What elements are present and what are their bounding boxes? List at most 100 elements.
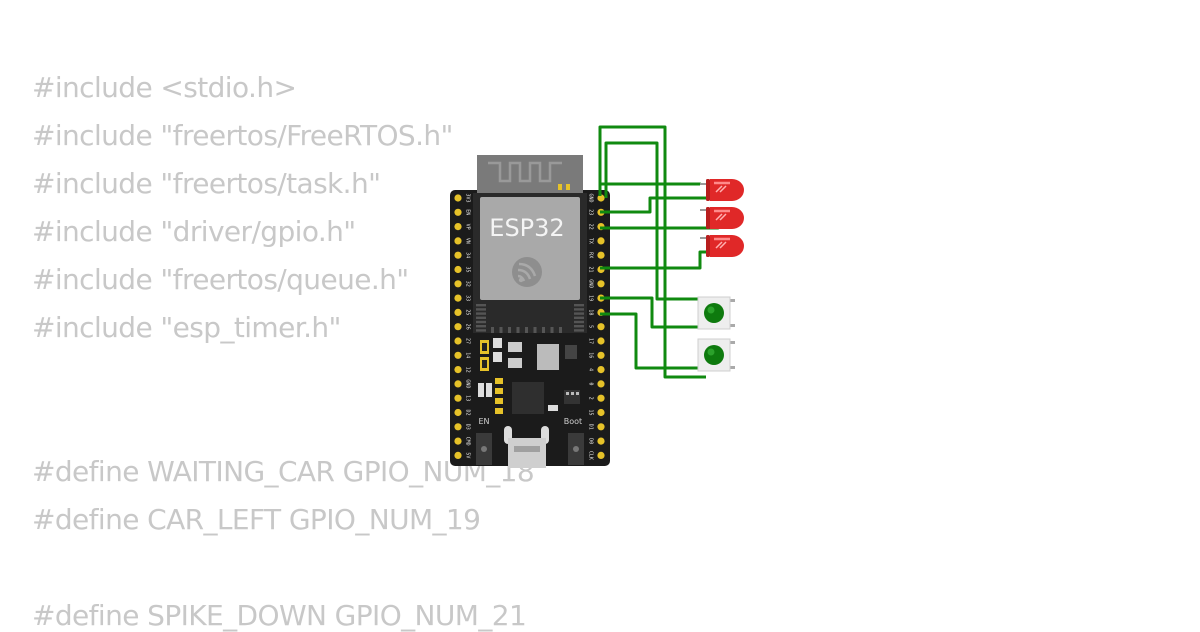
left-pin[interactable] bbox=[454, 251, 462, 259]
led-group bbox=[706, 179, 744, 257]
code-line-4: #include "driver/gpio.h" bbox=[32, 215, 356, 248]
left-pin-header: 3V3ENVPVN343532332526271412GND13D2D3CMD5… bbox=[454, 193, 471, 459]
module-pad bbox=[566, 184, 570, 190]
right-pin[interactable] bbox=[597, 337, 605, 345]
right-pin-label: CLK bbox=[588, 451, 594, 460]
right-pin[interactable] bbox=[597, 366, 605, 374]
right-pin[interactable] bbox=[597, 351, 605, 359]
left-pin[interactable] bbox=[454, 451, 462, 459]
left-pin[interactable] bbox=[454, 308, 462, 316]
led-1[interactable] bbox=[706, 179, 744, 201]
button-cap[interactable] bbox=[704, 303, 724, 323]
wire-23-to-led-1 bbox=[600, 196, 718, 214]
right-pin-label: GND bbox=[588, 279, 594, 288]
right-pin[interactable] bbox=[597, 237, 605, 245]
left-pin[interactable] bbox=[454, 408, 462, 417]
left-pin-label: 13 bbox=[465, 395, 471, 401]
right-pin-label: D0 bbox=[588, 438, 594, 444]
right-pin-label: 4 bbox=[588, 368, 594, 371]
left-pin[interactable] bbox=[454, 294, 462, 302]
left-pin[interactable] bbox=[454, 366, 462, 374]
wire-18-to-button-2 bbox=[600, 312, 706, 370]
left-pin-label: 32 bbox=[465, 281, 471, 287]
left-pin-label: 14 bbox=[465, 352, 471, 358]
right-pin[interactable] bbox=[597, 380, 605, 388]
left-pin[interactable] bbox=[454, 351, 462, 359]
right-pin[interactable] bbox=[597, 423, 605, 431]
en-label: EN bbox=[478, 417, 489, 426]
left-pin-label: D2 bbox=[465, 409, 471, 415]
code-background: #include <stdio.h> #include "freertos/Fr… bbox=[32, 0, 1132, 632]
left-pin[interactable] bbox=[454, 437, 462, 445]
left-pin[interactable] bbox=[454, 194, 462, 202]
wire-21-to-led-3 bbox=[600, 250, 722, 270]
led-3[interactable] bbox=[706, 235, 744, 257]
led-2[interactable] bbox=[706, 207, 744, 229]
left-pin[interactable] bbox=[454, 380, 462, 388]
left-pin-label: 12 bbox=[465, 367, 471, 373]
code-line-6: #include "esp_timer.h" bbox=[32, 311, 341, 344]
right-pin-label: 19 bbox=[588, 295, 594, 301]
right-pin-label: RX bbox=[588, 252, 594, 258]
code-line-1: #include <stdio.h> bbox=[32, 71, 297, 104]
esp32-board[interactable]: 3V3ENVPVN343532332526271412GND13D2D3CMD5… bbox=[450, 155, 610, 468]
voltage-regulator bbox=[537, 344, 559, 370]
right-pin-label: 0 bbox=[588, 382, 594, 385]
wire-gnd-to-button-1 bbox=[604, 141, 706, 301]
left-pin-label: 33 bbox=[465, 295, 471, 301]
left-pin[interactable] bbox=[454, 337, 462, 345]
left-pin[interactable] bbox=[454, 323, 462, 331]
left-pin[interactable] bbox=[454, 423, 462, 431]
usb-uart-chip bbox=[512, 382, 544, 414]
right-pin[interactable] bbox=[597, 251, 605, 259]
boot-label: Boot bbox=[564, 417, 582, 426]
button-cap[interactable] bbox=[704, 345, 724, 365]
code-line-9: #define SPIKE_DOWN GPIO_NUM_21 bbox=[32, 599, 527, 632]
module-castellations bbox=[476, 304, 584, 333]
antenna-trace bbox=[488, 161, 562, 183]
right-pin-label: 5 bbox=[588, 325, 594, 328]
right-pin-label: TX bbox=[588, 238, 594, 244]
left-pin-label: 34 bbox=[465, 252, 471, 258]
right-pin-label: 23 bbox=[588, 209, 594, 215]
wifi-module: ESP32 bbox=[473, 155, 587, 333]
right-pin[interactable] bbox=[597, 394, 605, 402]
right-pin-label: GND bbox=[588, 193, 594, 202]
code-line-5: #include "freertos/queue.h" bbox=[32, 263, 409, 296]
left-pin[interactable] bbox=[454, 237, 462, 245]
code-line-7: #define WAITING_CAR GPIO_NUM_18 bbox=[32, 455, 535, 488]
wire-22-to-led-2 bbox=[600, 220, 722, 230]
code-line-8: #define CAR_LEFT GPIO_NUM_19 bbox=[32, 503, 481, 536]
left-pin[interactable] bbox=[454, 394, 462, 402]
button-1[interactable] bbox=[697, 296, 735, 330]
esp32-label: ESP32 bbox=[489, 214, 564, 242]
right-pin[interactable] bbox=[597, 194, 605, 202]
right-pin-label: 18 bbox=[588, 309, 594, 315]
en-button[interactable] bbox=[476, 433, 492, 465]
right-pin-label: 16 bbox=[588, 352, 594, 358]
left-pin-label: VN bbox=[465, 238, 471, 244]
left-pin-label: EN bbox=[465, 209, 471, 215]
left-pin-label: 35 bbox=[465, 266, 471, 272]
right-pin-label: 21 bbox=[588, 266, 594, 272]
boot-button[interactable] bbox=[568, 433, 584, 465]
smd-components bbox=[478, 338, 580, 414]
right-pin[interactable] bbox=[597, 408, 605, 417]
code-line-3: #include "freertos/task.h" bbox=[32, 167, 381, 200]
right-pin[interactable] bbox=[597, 280, 605, 288]
left-pin-label: 3V3 bbox=[465, 193, 471, 202]
right-pin[interactable] bbox=[597, 451, 605, 459]
left-pin-label: 5V bbox=[465, 452, 471, 458]
right-pin[interactable] bbox=[597, 323, 605, 331]
left-pin[interactable] bbox=[454, 208, 462, 216]
module-shield bbox=[480, 197, 580, 300]
left-pin-label: VP bbox=[465, 224, 471, 230]
left-pin[interactable] bbox=[454, 223, 462, 231]
left-pin-label: CMD bbox=[465, 437, 471, 446]
left-pin[interactable] bbox=[454, 265, 462, 274]
button-2[interactable] bbox=[697, 338, 735, 372]
left-pin[interactable] bbox=[454, 280, 462, 288]
right-pin[interactable] bbox=[597, 437, 605, 445]
